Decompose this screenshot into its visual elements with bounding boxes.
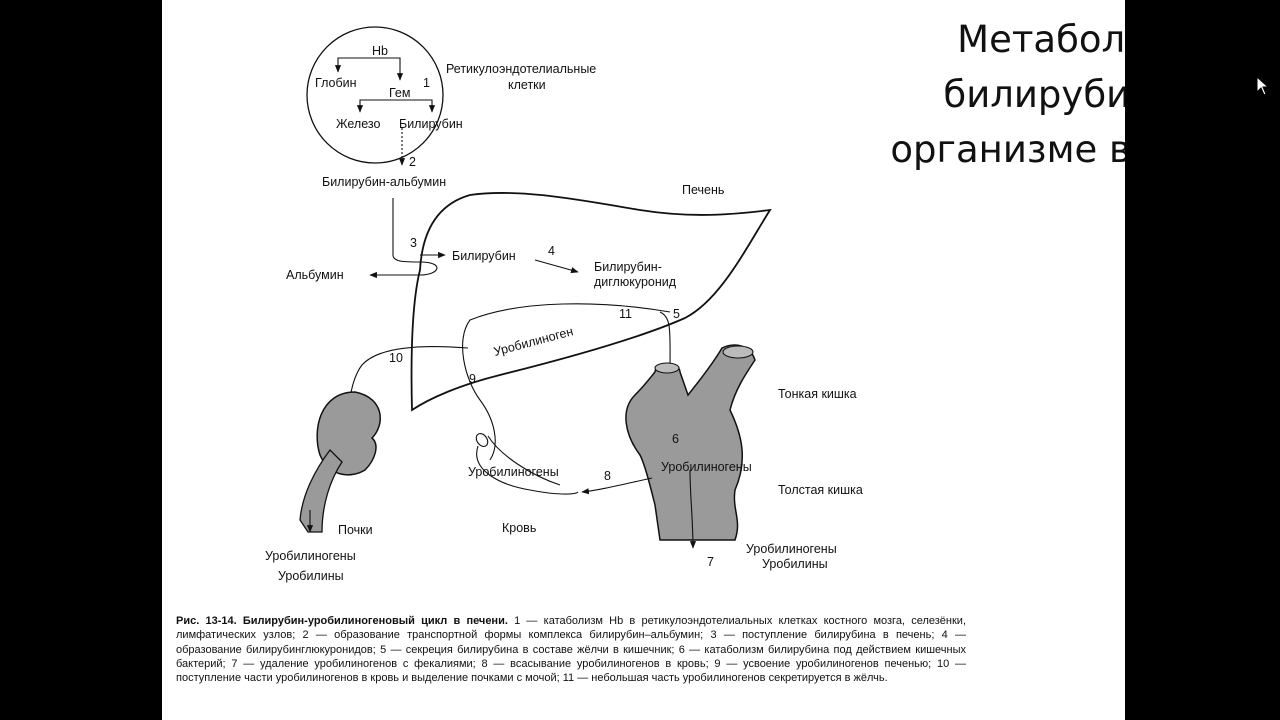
urobilinogens-intestine-label: Уробилиногены	[661, 460, 752, 474]
intestine-output-line1: Уробилиногены	[746, 542, 837, 556]
step-1-label: 1	[423, 76, 430, 90]
kidney-output-line2: Уробилины	[278, 569, 344, 583]
albumin-label: Альбумин	[286, 268, 344, 282]
ureter	[299, 449, 343, 533]
bile-duct-loop	[462, 303, 671, 461]
iron-label: Железо	[336, 117, 380, 131]
title-line-3: организме в норме	[890, 128, 1125, 171]
intestine-output-line2: Уробилины	[762, 557, 828, 571]
intestine-shape	[625, 344, 756, 541]
slide-title: Метаболизм билирубина в организме в норм…	[862, 12, 1125, 177]
kidneys-label: Почки	[338, 523, 373, 537]
diglucuronide-label-line1: Билирубин-	[594, 260, 662, 274]
urobilinogens-blood-label: Уробилиногены	[468, 465, 559, 479]
blood-label: Кровь	[502, 521, 536, 535]
step-11-label: 11	[619, 307, 632, 321]
step-4-label: 4	[548, 244, 555, 258]
presentation-slide: Hb Глобин Гем 1 Железо Билирубин Ретикул…	[162, 0, 1125, 720]
small-intestine-label: Тонкая кишка	[778, 387, 857, 401]
hb-label: Hb	[372, 44, 388, 58]
caption-title: Рис. 13-14. Билирубин-уробилиногеновый ц…	[176, 615, 508, 627]
step-7-label: 7	[707, 555, 714, 569]
caption-text: 1 — катаболизм Hb в ретикулоэндотелиальн…	[176, 615, 966, 685]
left-black-bar	[0, 0, 162, 720]
reticuloendothelial-label-line2: клетки	[508, 78, 546, 92]
figure-caption: Рис. 13-14. Билирубин-уробилиногеновый ц…	[176, 614, 966, 685]
reticuloendothelial-label-line1: Ретикулоэндотелиальные	[446, 62, 596, 76]
liver-outline	[410, 192, 772, 412]
step-2-label: 2	[409, 155, 416, 169]
liver-label: Печень	[682, 183, 724, 197]
urobilinogen-liver-label: Уробилиноген	[492, 324, 575, 359]
step-5-label: 5	[673, 307, 680, 321]
bilirubin-cell-label: Билирубин	[399, 117, 463, 131]
globin-label: Глобин	[315, 76, 357, 90]
bilirubin-metabolism-diagram: Hb Глобин Гем 1 Железо Билирубин Ретикул…	[265, 26, 863, 583]
large-intestine-label: Толстая кишка	[778, 483, 863, 497]
bilirubin-liver-label: Билирубин	[452, 249, 516, 263]
gem-label: Гем	[389, 86, 410, 100]
bilirubin-albumin-label: Билирубин-альбумин	[322, 175, 446, 189]
diglucuronide-label-line2: диглюкуронид	[594, 275, 677, 289]
title-line-1: Метаболизм	[957, 18, 1125, 61]
step-9-label: 9	[469, 372, 476, 386]
mouse-cursor-icon	[1256, 76, 1270, 96]
step-3-label: 3	[410, 236, 417, 250]
right-black-bar	[1125, 0, 1280, 720]
step-8-label: 8	[604, 469, 611, 483]
reticuloendothelial-cell	[306, 26, 444, 164]
step-6-label: 6	[672, 432, 679, 446]
step-10-label: 10	[389, 351, 403, 365]
kidney-output-line1: Уробилиногены	[265, 549, 356, 563]
title-line-2: билирубина в	[943, 73, 1125, 116]
